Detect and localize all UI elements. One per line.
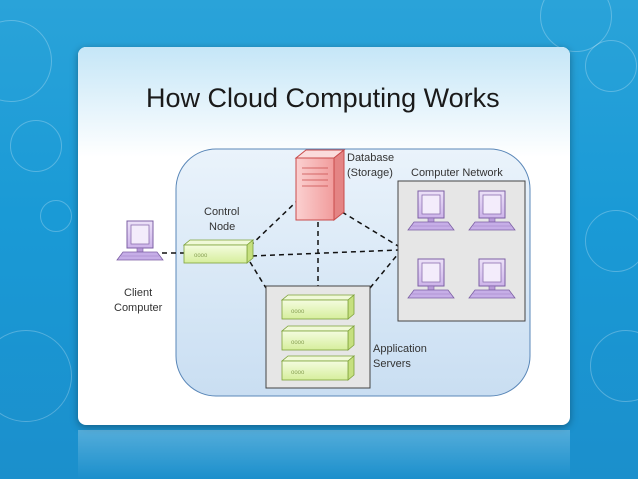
- background-bubble: [585, 210, 638, 272]
- control-node-ports: oooo: [194, 253, 208, 259]
- server-ports: oooo: [291, 370, 305, 376]
- control-node-label: Control: [204, 206, 239, 218]
- application-server: oooo: [280, 294, 356, 320]
- slide-reflection: [78, 430, 570, 479]
- application-server: oooo: [280, 355, 356, 381]
- application-servers-label: Application: [373, 343, 427, 355]
- slide-header-gradient: [78, 47, 570, 157]
- database-server: [294, 148, 346, 222]
- computer-network-label: Computer Network: [411, 167, 503, 179]
- client-computer-label: Client: [124, 287, 152, 299]
- client-computer-sublabel: Computer: [114, 302, 163, 314]
- client-computer-icon: [116, 220, 164, 261]
- control-node-sublabel: Node: [209, 221, 235, 233]
- background-bubble: [585, 40, 637, 92]
- background-bubble: [10, 120, 62, 172]
- computer-network-box: [397, 180, 526, 322]
- application-servers-sublabel: Servers: [373, 358, 411, 370]
- control-node-box: oooo: [182, 239, 255, 264]
- database-sublabel: (Storage): [347, 167, 393, 179]
- server-ports: oooo: [291, 340, 305, 346]
- database-label: Database: [347, 152, 394, 164]
- background-bubble: [40, 200, 72, 232]
- server-ports: oooo: [291, 309, 305, 315]
- connection-lines: [162, 201, 399, 289]
- application-server: oooo: [280, 325, 356, 351]
- slide-title: How Cloud Computing Works: [146, 83, 500, 113]
